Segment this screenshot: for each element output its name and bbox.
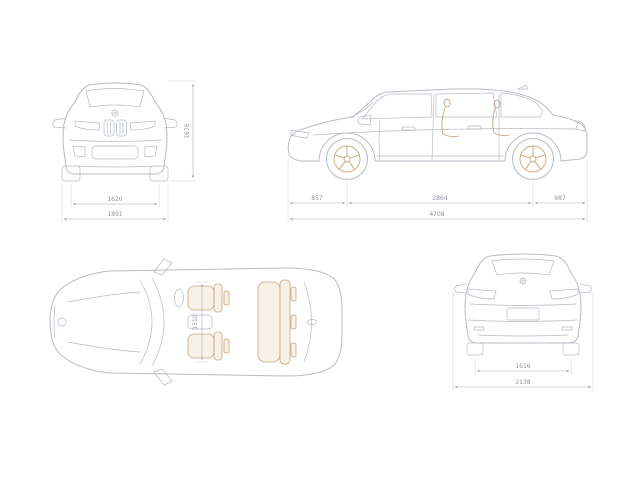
kidney-grille-left (103, 119, 115, 137)
rear-bumper-line (467, 319, 579, 322)
steering-wheel (174, 288, 184, 308)
antenna-fin-top (306, 319, 318, 325)
bumper-top-line (68, 139, 162, 142)
front-skid-line (74, 165, 156, 168)
front-seat-headrest (443, 98, 451, 108)
right-taillight (549, 288, 579, 300)
rear-view-drawing (454, 253, 592, 356)
side-body-outline (287, 88, 588, 162)
width-incl-mirrors-dim-label: 2138 (515, 379, 530, 386)
tailgate-seam (469, 303, 577, 306)
passenger-seat-cushion (187, 333, 215, 359)
overall-height-dim-label: 1676 (184, 123, 191, 138)
side-intakes (72, 145, 158, 158)
grille-slats (107, 121, 124, 135)
rear-seat-profile (492, 108, 510, 137)
front-view-dimensions: 1620 1891 1676 (61, 80, 197, 222)
front-door-handle (401, 126, 416, 131)
front-track-width-dim-label: 1620 (107, 196, 122, 203)
rear-left-mirror (454, 283, 467, 294)
rear-headrest-left (290, 286, 297, 302)
door-seams (378, 93, 500, 161)
top-view-dimensions: 1510 (192, 281, 208, 363)
rear-body-outline (464, 253, 582, 344)
hood-seam (350, 101, 374, 118)
windshield (85, 88, 145, 108)
front-overall-width-dim-label: 1891 (107, 211, 122, 218)
passenger-headrest (223, 338, 230, 354)
left-headlight (74, 120, 101, 131)
headlight-profile (290, 129, 310, 139)
side-mirror (357, 114, 372, 126)
rear-roundel-cross (519, 277, 527, 285)
wheelbase-dim-label: 2864 (432, 195, 447, 202)
front-bumper-line (53, 305, 56, 339)
rear-window (491, 258, 555, 276)
front-wheel-spokes (335, 146, 359, 170)
windshield-arcs (139, 277, 165, 367)
antenna-fin (517, 84, 529, 90)
interior-width-dim-label: 1510 (192, 314, 199, 329)
rear-seat-headrest (493, 99, 501, 109)
roundel-cross (111, 109, 119, 117)
front-side-window (361, 93, 433, 120)
front-wheel-rim (333, 145, 361, 173)
top-view-drawing (49, 258, 343, 386)
right-mirror (163, 117, 178, 129)
rear-overhang-dim-label: 987 (554, 195, 566, 202)
passenger-seat-back (213, 331, 223, 361)
rear-wheel-spokes (521, 146, 545, 170)
driver-headrest (223, 290, 230, 306)
rear-wheel-hub (529, 155, 537, 163)
rear-right-tire (562, 342, 580, 356)
front-view-drawing (52, 82, 178, 182)
front-body-outline (62, 82, 168, 175)
rear-wheel-rim (519, 145, 547, 173)
rear-side-window (435, 92, 498, 118)
center-console (187, 314, 213, 330)
driver-seat-cushion (187, 285, 215, 311)
overall-length-dim-label: 4708 (429, 211, 444, 218)
side-view-dimensions: 857 2864 987 4708 (287, 158, 588, 222)
driver-seat-back (213, 283, 223, 313)
rear-right-mirror (579, 283, 592, 294)
top-body-outline (49, 267, 343, 377)
right-reflector (561, 326, 573, 331)
kidney-grille-right (116, 119, 127, 137)
front-seat-profile (441, 107, 460, 138)
rear-view-dimensions: 1616 2138 (452, 292, 594, 391)
rear-diffuser-line (477, 334, 569, 337)
rear-window-arc (303, 281, 312, 363)
rear-wheel-tire (512, 138, 554, 180)
center-intake (91, 145, 139, 160)
rear-left-tire (466, 342, 484, 356)
left-mirror (52, 117, 67, 129)
top-mirror-right (153, 368, 173, 386)
brand-roundel-top-icon (57, 317, 67, 327)
rear-headrest-center (290, 314, 297, 330)
rear-headrest-right (290, 342, 297, 358)
quarter-window (500, 92, 544, 118)
left-taillight (467, 288, 497, 300)
side-view-drawing (287, 84, 588, 180)
rear-track-width-dim-label: 1616 (515, 363, 530, 370)
left-reflector (473, 326, 485, 331)
character-line (312, 128, 578, 136)
taillight-profile (575, 120, 586, 132)
hood-creases (67, 291, 141, 353)
front-wheel-hub (343, 155, 351, 163)
rear-bench-back (279, 279, 291, 365)
top-mirror-left (153, 258, 173, 276)
front-wheel-tire (326, 138, 368, 180)
front-overhang-dim-label: 857 (311, 195, 323, 202)
license-plate (506, 307, 540, 321)
rear-bench-cushion (257, 281, 281, 363)
right-headlight (129, 120, 156, 131)
